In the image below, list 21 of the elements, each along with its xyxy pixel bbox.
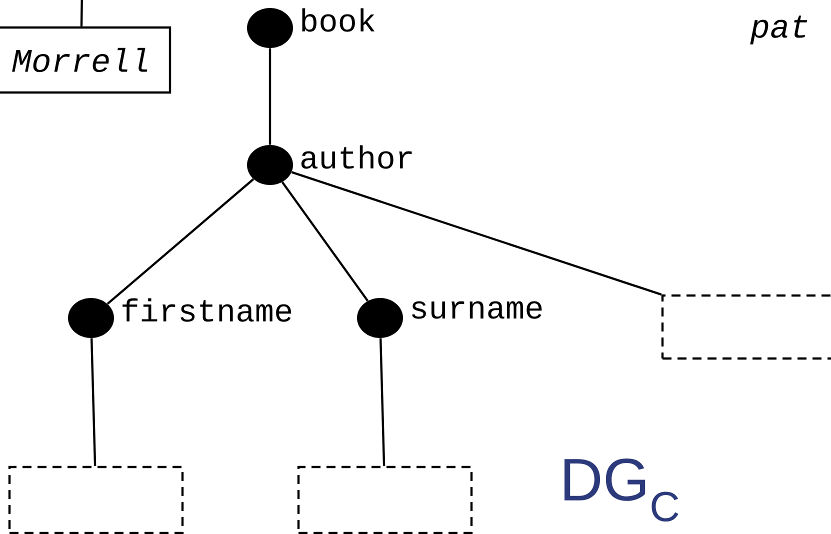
label: pat — [750, 16, 808, 44]
line — [379, 338, 386, 466]
node-label: book — [302, 8, 375, 32]
line — [291, 171, 662, 296]
text-box: Morrell — [0, 26, 172, 94]
node-label: surname — [412, 301, 542, 319]
dot — [247, 8, 293, 48]
line — [281, 181, 369, 302]
empty-box — [661, 294, 831, 360]
dot — [247, 145, 293, 185]
empty-box — [297, 466, 473, 534]
node-label: firstname — [122, 298, 292, 322]
line — [80, 0, 84, 26]
dot — [68, 298, 114, 338]
empty-box — [8, 466, 184, 534]
line — [106, 178, 254, 305]
node-label: author — [301, 145, 412, 169]
line — [268, 48, 272, 145]
line — [90, 338, 96, 466]
dot — [357, 298, 403, 338]
graph-name: DG$_{C}$ — [564, 458, 678, 522]
